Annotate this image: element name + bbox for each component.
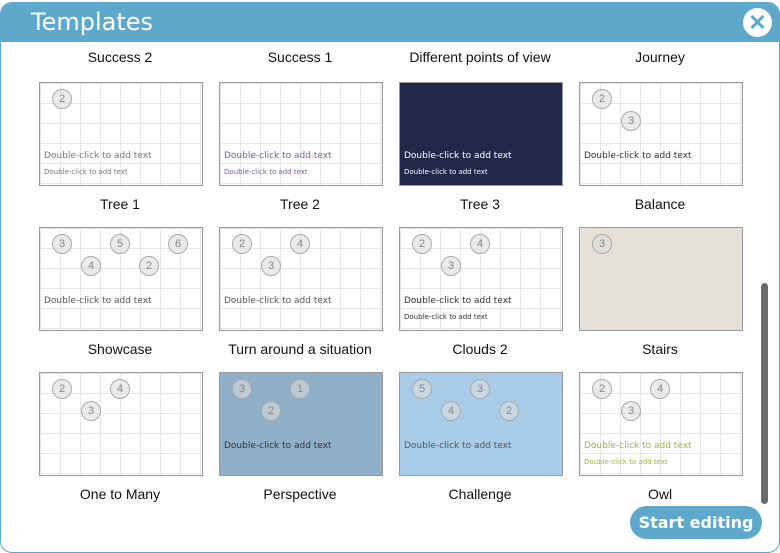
placeholder-subcaption: Double-click to add text <box>584 458 668 466</box>
template-label[interactable]: Perspective <box>263 486 337 502</box>
template-label[interactable]: Tree 3 <box>460 196 500 212</box>
placeholder-caption: Double-click to add text <box>44 151 152 161</box>
numbered-circle: 6 <box>168 234 188 254</box>
numbered-circle: 2 <box>412 234 432 254</box>
template-label[interactable]: Showcase <box>87 341 153 357</box>
numbered-circle: 3 <box>232 379 252 399</box>
numbered-circle: 3 <box>441 256 461 276</box>
placeholder-caption: Double-click to add text <box>404 441 512 451</box>
numbered-circle: 2 <box>52 89 72 109</box>
placeholder-subcaption: Double-click to add text <box>404 168 488 176</box>
template-thumbnail[interactable]: 3 <box>579 227 743 331</box>
numbered-circle: 4 <box>650 379 670 399</box>
numbered-circle: 2 <box>52 379 72 399</box>
numbered-circle: 2 <box>499 401 519 421</box>
numbered-circle: 3 <box>261 256 281 276</box>
placeholder-subcaption: Double-click to add text <box>224 168 308 176</box>
dialog-title: Templates <box>31 8 154 36</box>
grid-pattern <box>220 83 382 185</box>
placeholder-caption: Double-click to add text <box>404 151 512 161</box>
numbered-circle: 5 <box>412 379 432 399</box>
numbered-circle: 4 <box>110 379 130 399</box>
template-label: Success 1 <box>267 49 333 65</box>
placeholder-subcaption: Double-click to add text <box>404 313 488 321</box>
placeholder-subcaption: Double-click to add text <box>44 168 128 176</box>
template-label[interactable]: Owl <box>647 486 673 502</box>
numbered-circle: 2 <box>139 256 159 276</box>
numbered-circle: 2 <box>592 379 612 399</box>
scrollbar-thumb[interactable] <box>761 283 768 504</box>
close-icon[interactable]: ✕ <box>743 8 772 37</box>
numbered-circle: 3 <box>621 401 641 421</box>
template-label[interactable]: Turn around a situation <box>228 341 372 357</box>
template-label: Success 2 <box>87 49 153 65</box>
numbered-circle: 4 <box>81 256 101 276</box>
template-label: Different points of view <box>409 49 551 65</box>
numbered-circle: 4 <box>290 234 310 254</box>
template-label[interactable]: Balance <box>634 196 686 212</box>
numbered-circle: 3 <box>592 234 612 254</box>
numbered-circle: 2 <box>261 401 281 421</box>
template-label[interactable]: Challenge <box>448 486 512 502</box>
template-label[interactable]: Tree 2 <box>280 196 320 212</box>
start-editing-button[interactable]: Start editing <box>630 506 762 539</box>
numbered-circle: 2 <box>592 89 612 109</box>
dialog-header: Templates ✕ <box>1 3 779 42</box>
placeholder-caption: Double-click to add text <box>224 296 332 306</box>
numbered-circle: 4 <box>441 401 461 421</box>
placeholder-caption: Double-click to add text <box>224 441 332 451</box>
numbered-circle: 3 <box>470 379 490 399</box>
numbered-circle: 2 <box>232 234 252 254</box>
template-label[interactable]: Stairs <box>642 341 678 357</box>
placeholder-caption: Double-click to add text <box>404 296 512 306</box>
template-label: Journey <box>635 49 685 65</box>
template-label[interactable]: Clouds 2 <box>452 341 508 357</box>
numbered-circle: 4 <box>470 234 490 254</box>
template-label[interactable]: Tree 1 <box>100 196 140 212</box>
placeholder-caption: Double-click to add text <box>44 296 152 306</box>
numbered-circle: 3 <box>81 401 101 421</box>
placeholder-caption: Double-click to add text <box>224 151 332 161</box>
placeholder-caption: Double-click to add text <box>584 151 692 161</box>
numbered-circle: 1 <box>290 379 310 399</box>
numbered-circle: 3 <box>621 111 641 131</box>
numbered-circle: 3 <box>52 234 72 254</box>
template-label[interactable]: One to Many <box>79 486 161 502</box>
placeholder-caption: Double-click to add text <box>584 441 692 451</box>
numbered-circle: 5 <box>110 234 130 254</box>
